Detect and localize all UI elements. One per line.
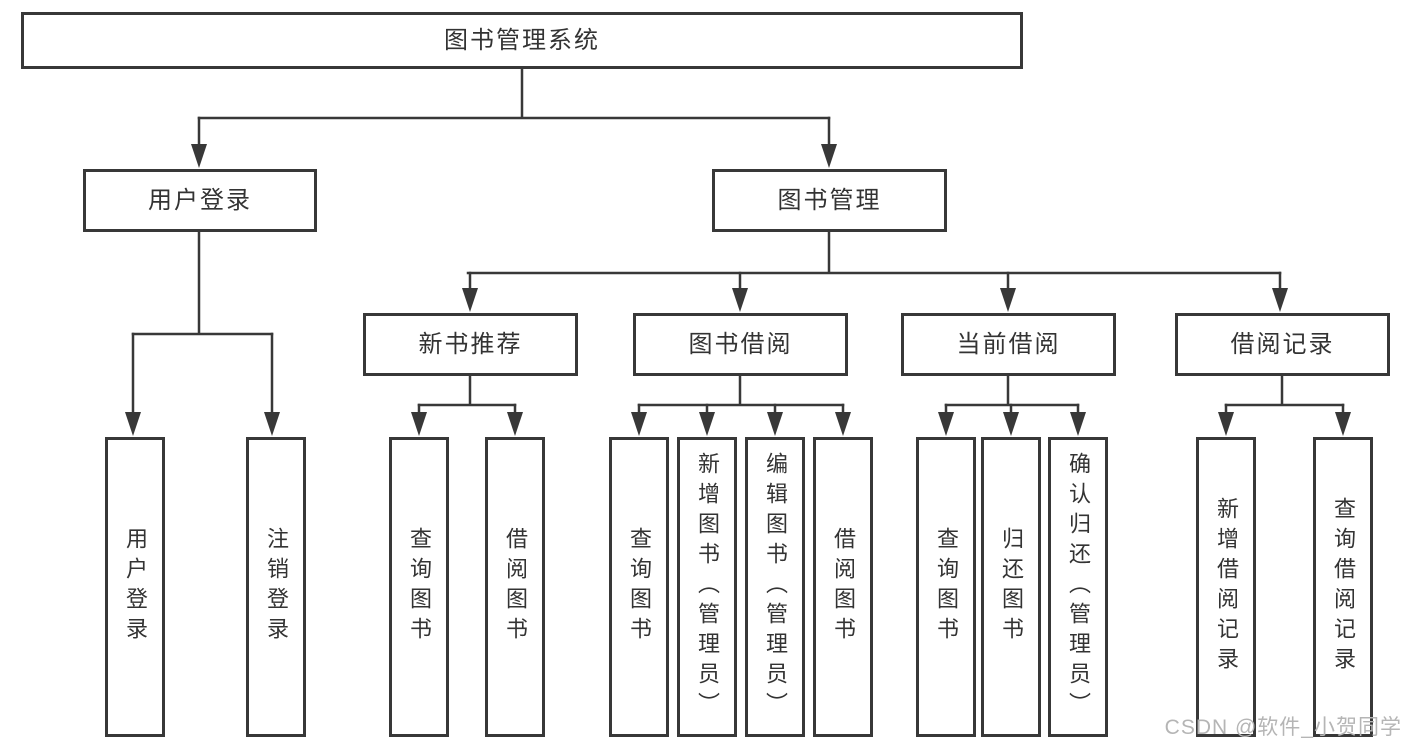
leaf-add-books-admin: 新增图书（管理员） xyxy=(677,437,737,737)
node-current-borrowing: 当前借阅 xyxy=(901,313,1116,376)
node-borrowing-records: 借阅记录 xyxy=(1175,313,1390,376)
watermark: CSDN @软件_小贺同学 xyxy=(1164,716,1402,739)
connector-trunks xyxy=(131,67,1345,407)
leaf-query-books-borrowing: 查询图书 xyxy=(609,437,669,737)
leaf-edit-books-admin: 编辑图书（管理员） xyxy=(745,437,805,737)
leaf-add-borrow-record: 新增借阅记录 xyxy=(1196,437,1256,737)
leaf-logout-login: 注销登录 xyxy=(246,437,306,737)
leaf-query-books-current: 查询图书 xyxy=(916,437,976,737)
leaf-return-books: 归还图书 xyxy=(981,437,1041,737)
leaf-query-books-recommend: 查询图书 xyxy=(389,437,449,737)
node-book-management: 图书管理 xyxy=(712,169,947,232)
leaf-confirm-return-admin: 确认归还（管理员） xyxy=(1048,437,1108,737)
leaf-user-login: 用户登录 xyxy=(105,437,165,737)
leaf-borrow-books-borrowing: 借阅图书 xyxy=(813,437,873,737)
node-root: 图书管理系统 xyxy=(21,12,1023,69)
connector-arrow-shafts xyxy=(131,116,1345,426)
leaf-query-borrow-record: 查询借阅记录 xyxy=(1313,437,1373,737)
node-book-borrowing: 图书借阅 xyxy=(633,313,848,376)
node-new-book-recommendation: 新书推荐 xyxy=(363,313,578,376)
leaf-borrow-books-recommend: 借阅图书 xyxy=(485,437,545,737)
node-user-login: 用户登录 xyxy=(83,169,317,232)
